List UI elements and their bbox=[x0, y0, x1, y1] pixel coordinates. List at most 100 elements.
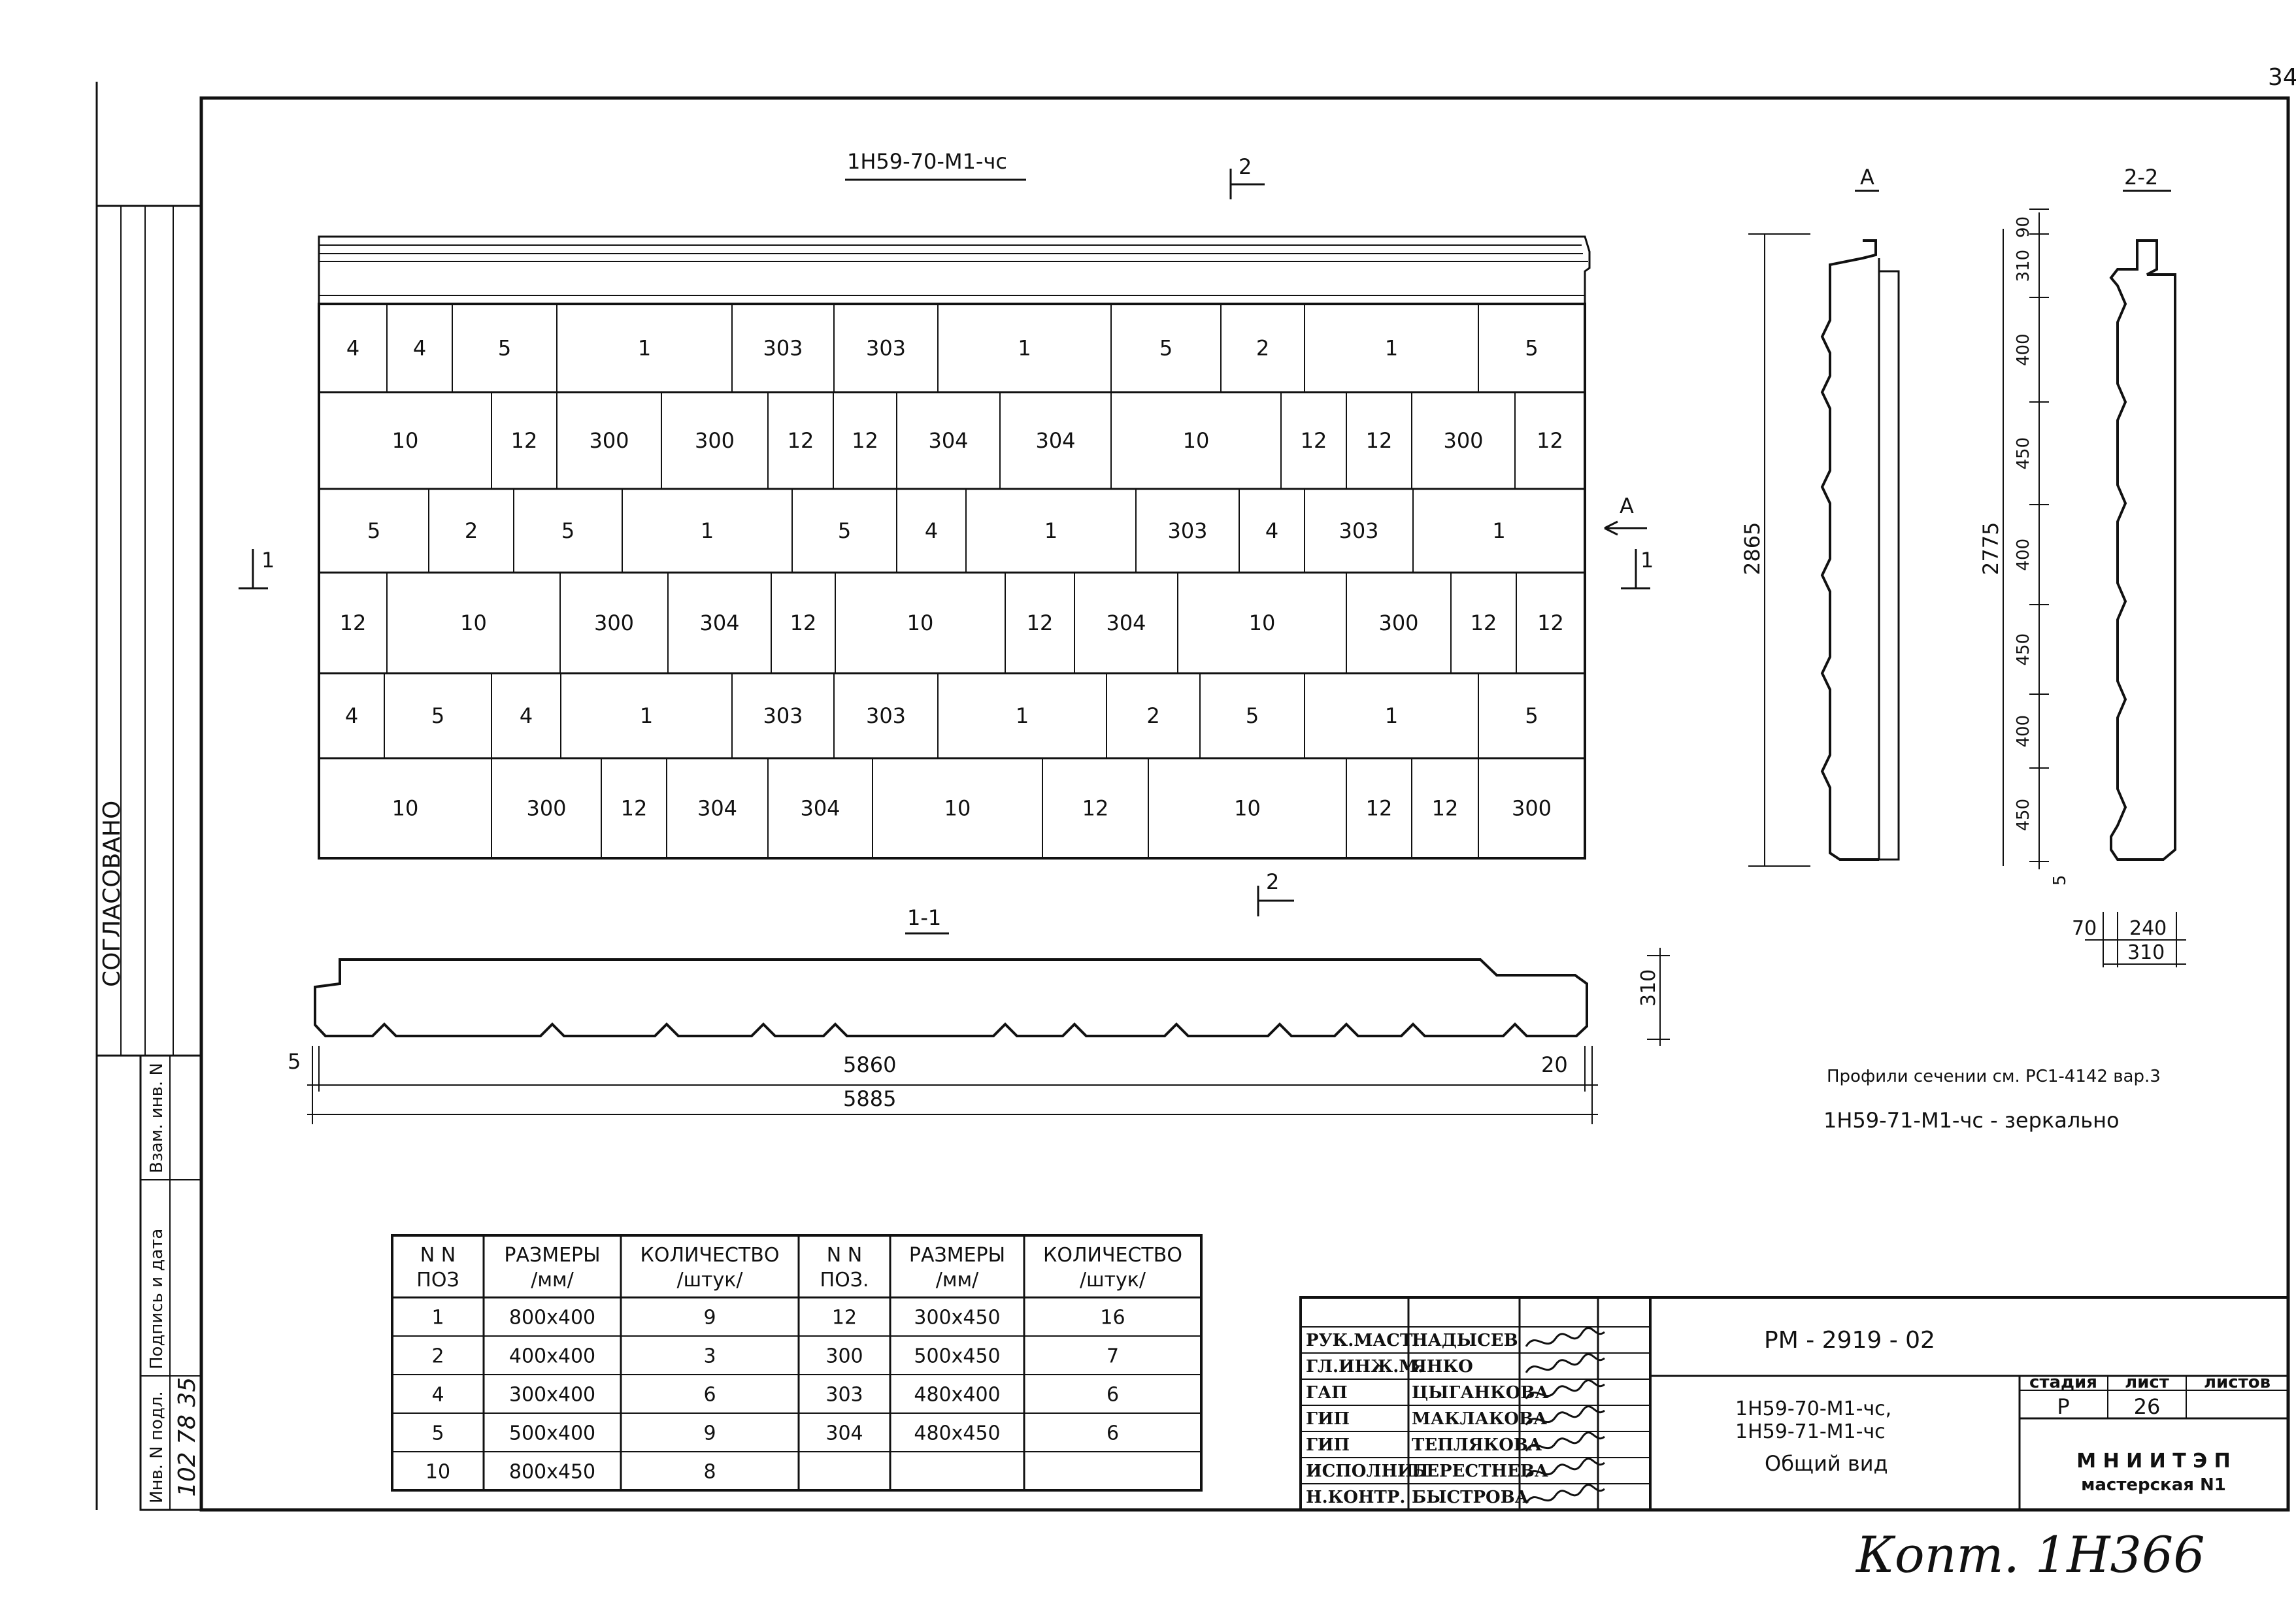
spec-cell: 300х400 bbox=[509, 1384, 595, 1407]
panel-block-label: 303 bbox=[866, 703, 906, 728]
panel-block-label: 10 bbox=[907, 610, 934, 635]
spec-cell: 16 bbox=[1100, 1307, 1125, 1329]
stage-value: Р bbox=[2057, 1394, 2069, 1419]
panel-block-label: 304 bbox=[928, 428, 968, 453]
panel-block-label: 300 bbox=[1378, 610, 1418, 635]
panel-block-label: 12 bbox=[1082, 796, 1109, 821]
spec-header: N N bbox=[827, 1244, 862, 1267]
spec-cell: 480х450 bbox=[914, 1422, 1000, 1445]
inv-col-label: Инв. N подл. bbox=[147, 1391, 167, 1503]
panel-block-label: 10 bbox=[1234, 796, 1261, 821]
cut-mark-1-left: 1 bbox=[239, 548, 275, 590]
spec-cell: 800х450 bbox=[509, 1461, 595, 1484]
staff-role: ГИП bbox=[1306, 1435, 1350, 1455]
sheet-value: 26 bbox=[2134, 1394, 2161, 1419]
spec-cell: 6 bbox=[1106, 1422, 1119, 1445]
panel-block-label: 303 bbox=[763, 336, 803, 361]
dim-2-2-segment: 450 bbox=[2014, 437, 2033, 470]
panel-block-label: 300 bbox=[594, 610, 634, 635]
cut-mark-2-top: 2 bbox=[1229, 154, 1265, 199]
panel-block-label: 12 bbox=[1432, 796, 1459, 821]
panel-block-label: 1 bbox=[638, 336, 651, 361]
panel-block-label: 12 bbox=[790, 610, 817, 635]
view-a-drawing: 2865 bbox=[1740, 233, 1900, 867]
panel-block-label: 1 bbox=[1492, 518, 1505, 543]
org-line-2: мастерская N1 bbox=[2081, 1475, 2226, 1495]
panel-block-label: 4 bbox=[1265, 518, 1278, 543]
name-line-1: 1Н59-70-М1-чс, bbox=[1735, 1397, 1891, 1420]
svg-text:5: 5 bbox=[2050, 875, 2070, 886]
svg-text:70: 70 bbox=[2072, 917, 2097, 940]
spec-cell: 4 bbox=[431, 1384, 444, 1407]
panel-block-label: 1 bbox=[640, 703, 653, 728]
panel-block-label: 12 bbox=[340, 610, 367, 635]
section-2-2-title: 2-2 bbox=[2124, 165, 2158, 190]
org-line-1: М Н И И Т Э П bbox=[2076, 1450, 2230, 1473]
panel-block-label: 5 bbox=[561, 518, 574, 543]
panel-block-label: 10 bbox=[1249, 610, 1276, 635]
staff-role: ГЛ.ИНЖ.М. bbox=[1306, 1357, 1423, 1377]
dim-2-2-segment: 400 bbox=[2014, 333, 2033, 366]
svg-text:2: 2 bbox=[1266, 869, 1279, 894]
spec-cell: 12 bbox=[832, 1307, 857, 1329]
panel-block-label: 300 bbox=[695, 428, 735, 453]
panel-block-label: 1 bbox=[1385, 703, 1398, 728]
spec-header: /штук/ bbox=[676, 1269, 743, 1292]
spec-header: ПОЗ. bbox=[820, 1269, 869, 1292]
spec-header: /мм/ bbox=[936, 1269, 979, 1292]
panel-block-label: 4 bbox=[345, 703, 358, 728]
staff-name: ТЕПЛЯКОВА bbox=[1412, 1435, 1542, 1455]
spec-cell: 800х400 bbox=[509, 1307, 595, 1329]
spec-cell: 500х450 bbox=[914, 1345, 1000, 1368]
replace-col-label: Взам. инв. N bbox=[147, 1063, 167, 1173]
panel-block-label: 5 bbox=[838, 518, 851, 543]
cut-mark-2-bottom: 2 bbox=[1257, 869, 1294, 916]
signatures bbox=[1525, 1327, 1605, 1504]
panel-block-label: 5 bbox=[1246, 703, 1259, 728]
panel-block-label: 5 bbox=[431, 703, 444, 728]
panel-block-label: 304 bbox=[800, 796, 840, 821]
view-a-title: А bbox=[1860, 165, 1874, 190]
dim-1-1-length: 5860 5885 5 20 bbox=[288, 1046, 1598, 1124]
spec-header: /штук/ bbox=[1080, 1269, 1146, 1292]
panel-block-label: 12 bbox=[1301, 428, 1327, 453]
panel-block-label: 5 bbox=[367, 518, 380, 543]
svg-text:1: 1 bbox=[1640, 548, 1654, 573]
svg-text:20: 20 bbox=[1541, 1052, 1568, 1077]
panel-block-label: 1 bbox=[1018, 336, 1031, 361]
approval-strip: СОГЛАСОВАНО bbox=[95, 205, 203, 1057]
panel-block-label: 12 bbox=[621, 796, 648, 821]
panel-block-label: 303 bbox=[866, 336, 906, 361]
staff-role: Н.КОНТР. bbox=[1306, 1488, 1405, 1507]
sheets-label: листов bbox=[2204, 1373, 2271, 1392]
panel-block-label: 300 bbox=[589, 428, 629, 453]
dim-2-2-segment: 400 bbox=[2014, 715, 2033, 748]
spec-cell: 300 bbox=[825, 1345, 863, 1368]
panel-block-label: 4 bbox=[520, 703, 533, 728]
panel-block-label: 1 bbox=[701, 518, 714, 543]
note-mirror: 1Н59-71-М1-чс - зеркально bbox=[1823, 1108, 2120, 1133]
staff-name: БЕРЕСТНЕВА bbox=[1412, 1462, 1548, 1481]
section-2-2-profile bbox=[2109, 239, 2176, 861]
sheet-label: лист bbox=[2125, 1373, 2169, 1392]
name-line-3: Общий вид bbox=[1765, 1451, 1888, 1476]
spec-header: КОЛИЧЕСТВО bbox=[641, 1244, 780, 1267]
panel-block-label: 10 bbox=[460, 610, 487, 635]
panel-block-label: 304 bbox=[697, 796, 737, 821]
panel-block-label: 2 bbox=[1256, 336, 1269, 361]
panel-block-label: 300 bbox=[526, 796, 566, 821]
svg-text:240: 240 bbox=[2129, 917, 2167, 940]
staff-role: ИСПОЛНИЛ bbox=[1306, 1462, 1429, 1481]
spec-cell: 300х450 bbox=[914, 1307, 1000, 1329]
panel-block-label: 1 bbox=[1016, 703, 1029, 728]
stage-label: стадия bbox=[2029, 1373, 2097, 1392]
spec-cell: 2 bbox=[431, 1345, 444, 1368]
svg-text:310: 310 bbox=[1637, 969, 1660, 1007]
section-1-1-profile bbox=[314, 958, 1588, 1037]
note-profiles: Профили сечении см. РС1-4142 вар.3 bbox=[1827, 1067, 2161, 1086]
panel-block-label: 12 bbox=[1366, 796, 1393, 821]
panel-block-label: 12 bbox=[1366, 428, 1393, 453]
panel-block-label: 304 bbox=[1106, 610, 1146, 635]
